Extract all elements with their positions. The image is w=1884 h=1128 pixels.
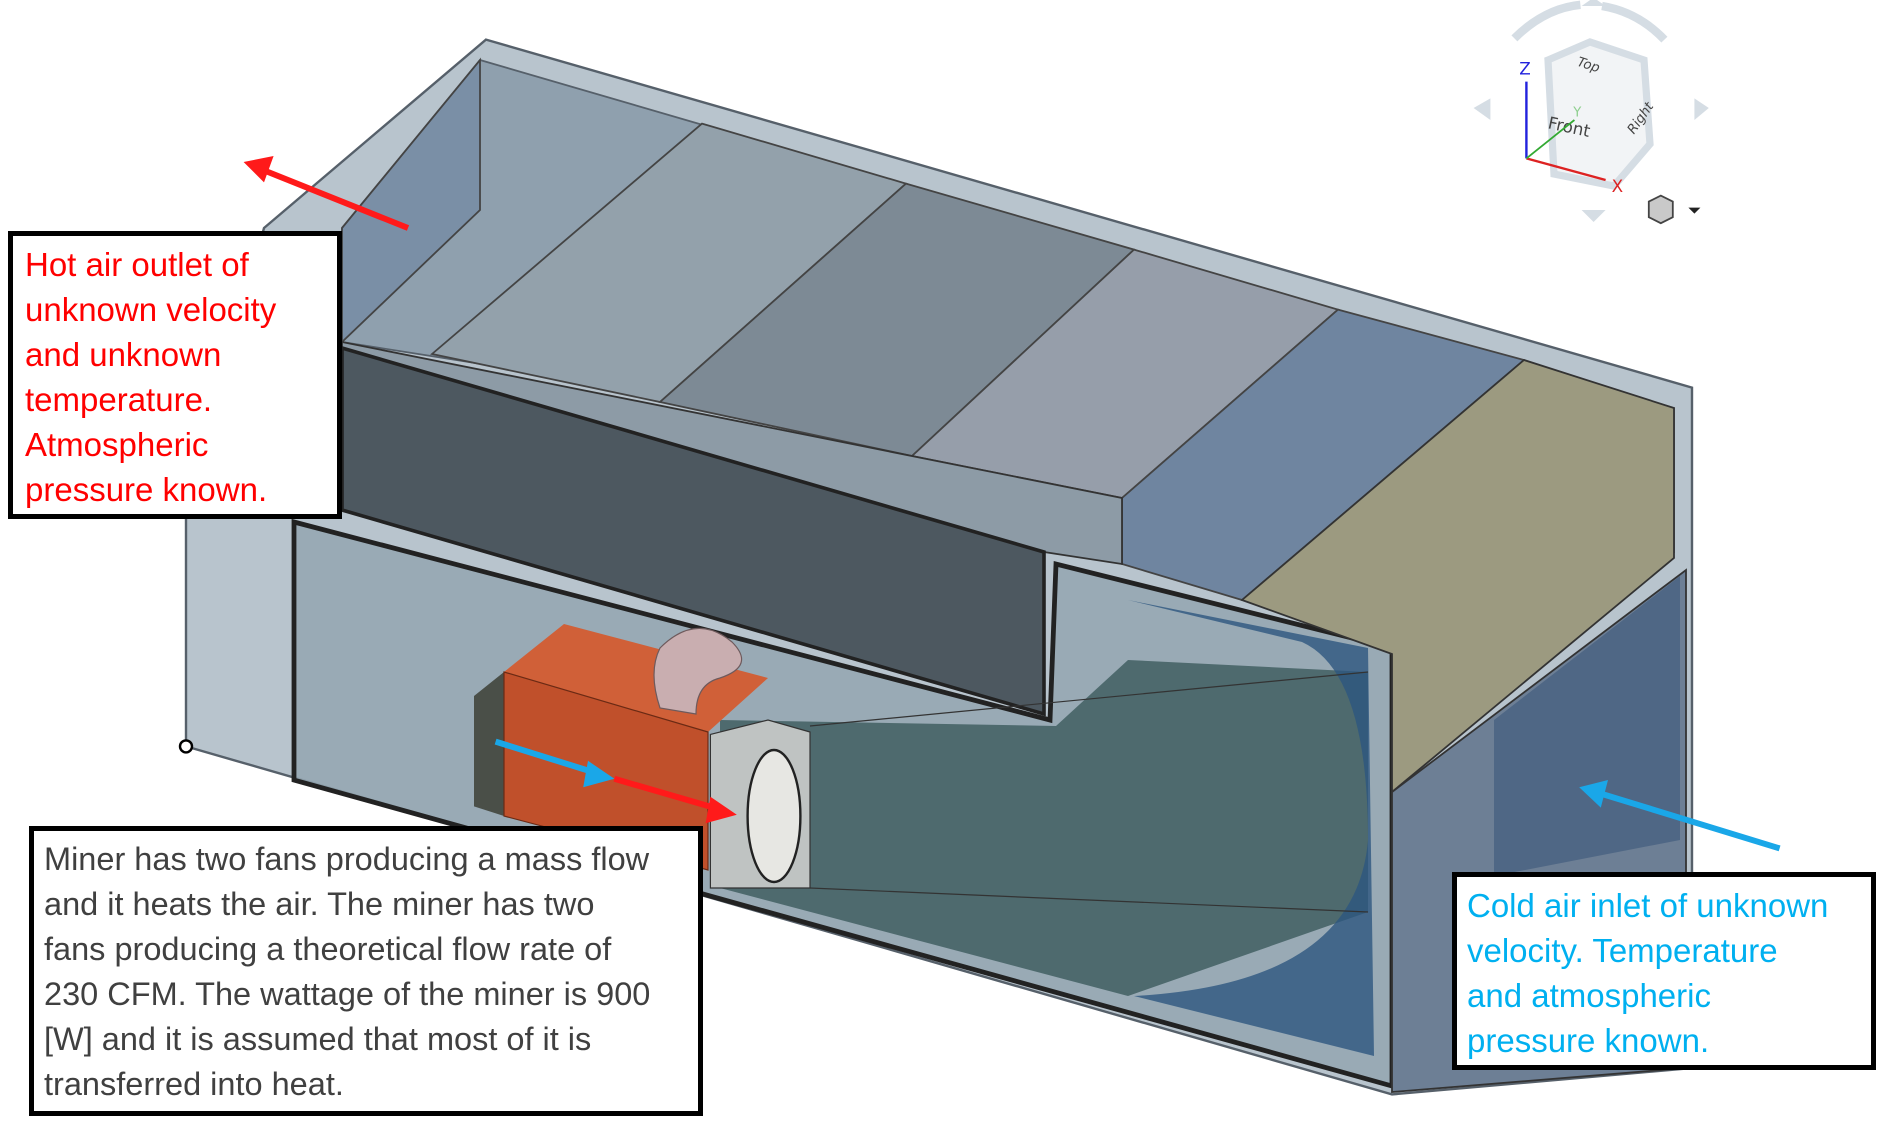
view-cube[interactable]: Top Front Right Z X Y <box>1473 0 1709 222</box>
flow-arrows <box>243 156 1781 852</box>
arrow-up-icon[interactable] <box>1581 0 1606 6</box>
heatsink-fins <box>653 627 743 715</box>
view-mode-dropdown[interactable] <box>1647 194 1701 225</box>
cold-air-inlet-text: Cold air inlet of unknown velocity. Temp… <box>1467 887 1829 1059</box>
rotate-left-icon[interactable] <box>1511 0 1581 42</box>
cube-body[interactable] <box>1544 38 1654 190</box>
shaded-cube-icon[interactable] <box>1647 194 1674 225</box>
y-axis-label: Y <box>1572 105 1582 120</box>
origin-marker <box>178 739 194 754</box>
arrow-down-icon[interactable] <box>1581 210 1606 222</box>
x-axis-label: X <box>1612 176 1624 196</box>
fan-opening <box>746 748 802 884</box>
chamber-interior <box>720 660 1368 996</box>
miner-top <box>504 624 768 732</box>
miner-side <box>474 672 504 816</box>
z-axis-label: Z <box>1519 58 1531 78</box>
cold-air-inlet-note: Cold air inlet of unknown velocity. Temp… <box>1452 872 1876 1070</box>
miner-body <box>503 671 709 871</box>
miner-text: Miner has two fans producing a mass flow… <box>44 841 651 1102</box>
arrow-right-icon[interactable] <box>1694 98 1709 120</box>
cube-face-top[interactable]: Top <box>1575 55 1601 76</box>
miner-note: Miner has two fans producing a mass flow… <box>29 826 703 1116</box>
y-axis <box>1525 119 1575 160</box>
left-recess <box>341 57 481 345</box>
cold-inlet-arrow <box>1579 780 1781 852</box>
rotate-right-icon[interactable] <box>1601 1 1668 43</box>
miner-exhaust-arrow <box>613 775 737 824</box>
arrow-left-icon[interactable] <box>1473 98 1491 120</box>
hot-air-outlet-text: Hot air outlet of unknown velocity and u… <box>25 246 277 508</box>
chevron-down-icon[interactable] <box>1688 207 1701 214</box>
miner-intake-arrow <box>494 738 615 788</box>
hot-outlet-arrow <box>243 156 410 231</box>
x-axis <box>1526 157 1606 182</box>
yellow-duct-top <box>1240 358 1675 794</box>
hot-air-outlet-note: Hot air outlet of unknown velocity and u… <box>8 231 342 519</box>
curved-plenum <box>1128 600 1374 1056</box>
duct-front-face <box>340 345 1046 717</box>
